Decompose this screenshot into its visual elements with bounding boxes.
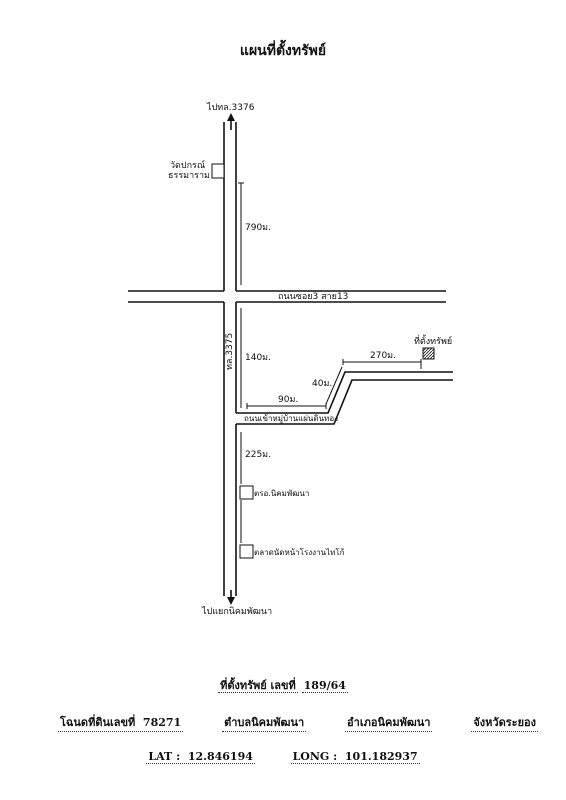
- deed-number: 78271: [142, 716, 182, 729]
- tambon: ตำบลนิคมพัฒนา: [222, 713, 307, 732]
- lat-value: 12.846194: [187, 750, 253, 763]
- deed-label: โฉนดที่ดินเลขที่: [60, 716, 136, 729]
- dimension-40: [325, 366, 343, 405]
- market-label: ตลาดนัดหน้าโรงงานไทโก้: [254, 547, 345, 557]
- highway-label: ทล.3375: [225, 333, 235, 370]
- market-marker: [239, 544, 254, 559]
- temple-marker: [211, 163, 225, 179]
- map-title: แผนที่ตั้งทรัพย์: [239, 43, 327, 59]
- property-number-label: ที่ตั้งทรัพย์ เลขที่: [218, 679, 298, 693]
- long-label: LONG :: [292, 750, 338, 763]
- coordinates-row: LAT : 12.846194 LONG : 101.182937: [0, 750, 566, 764]
- cross-road-label: ถนนซอย3 สาย13: [278, 292, 348, 302]
- north-destination-label: ไปทล.3376: [206, 102, 255, 113]
- south-destination-label: ไปแยกนิคมพัฒนา: [201, 606, 272, 617]
- north-arrow-icon: [227, 113, 235, 121]
- south-arrow-icon: [227, 597, 235, 605]
- highway-3375: [223, 122, 237, 596]
- property-label: ที่ตั้งทรัพย์: [414, 334, 452, 347]
- cross-road-soi3: [128, 290, 446, 303]
- lat-label: LAT :: [148, 750, 181, 763]
- village-road-label: ถนนเข้าหมู่บ้านแผ่นดินทอง: [244, 414, 338, 424]
- distance-225-label: 225ม.: [245, 450, 271, 460]
- police-marker: [239, 485, 254, 500]
- distance-40-label: 40ม.: [312, 379, 332, 389]
- temple-label-line2: ธรรมาราม: [168, 171, 210, 181]
- distance-270-label: 270ม.: [370, 351, 396, 361]
- distance-140-label: 140ม.: [245, 353, 271, 363]
- amphoe: อำเภอนิคมพัฒนา: [345, 713, 433, 732]
- deed-info-row: โฉนดที่ดินเลขที่ 78271 ตำบลนิคมพัฒนา อำเ…: [58, 713, 538, 732]
- village-road: [236, 371, 453, 425]
- province: จังหวัดระยอง: [471, 713, 538, 732]
- property-number-value: 189/64: [301, 679, 348, 693]
- property-marker: [422, 347, 435, 360]
- distance-790-label: 790ม.: [245, 223, 271, 233]
- long-value: 101.182937: [344, 750, 418, 763]
- police-label: ตรอ.นิคมพัฒนา: [254, 489, 309, 498]
- temple-label-line1: วัดปกรณ์: [170, 159, 205, 171]
- property-number-row: ที่ตั้งทรัพย์ เลขที่ 189/64: [0, 676, 566, 694]
- distance-90-label: 90ม.: [278, 395, 298, 405]
